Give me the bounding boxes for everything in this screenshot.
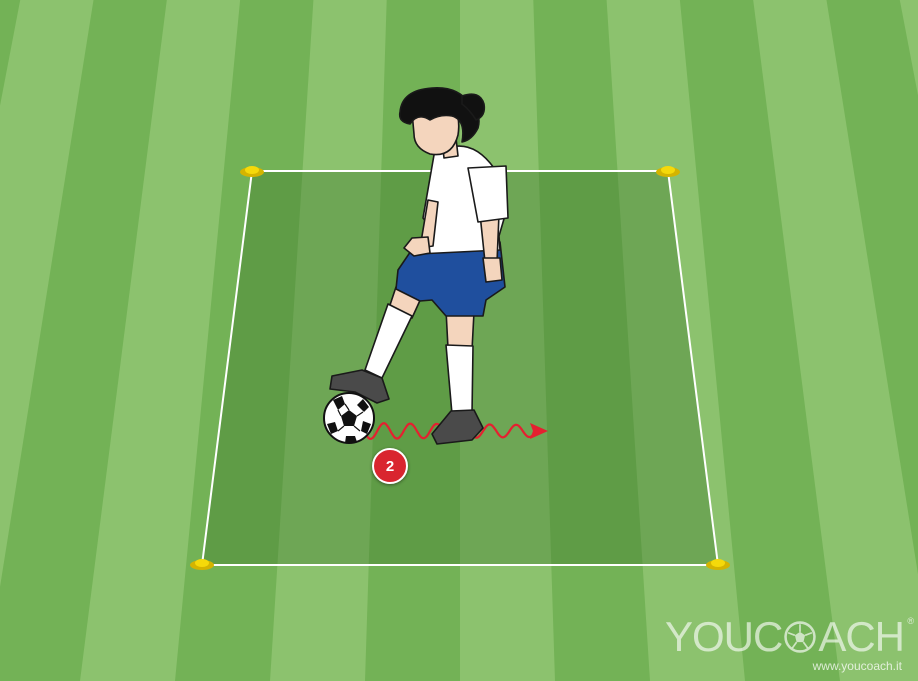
registered-mark: ® (907, 616, 914, 626)
step-number-badge: 2 (372, 448, 408, 484)
brand-logo-text-end: ACH (818, 616, 904, 658)
soccer-ball-icon (783, 620, 817, 654)
youcoach-watermark: YOUC ACH ® www.youcoach.it (665, 616, 904, 673)
soccer-ball-icon (324, 393, 374, 443)
brand-logo: YOUC ACH (665, 616, 904, 658)
brand-url: www.youcoach.it (665, 659, 902, 673)
brand-logo-text-start: YOUC (665, 616, 782, 658)
